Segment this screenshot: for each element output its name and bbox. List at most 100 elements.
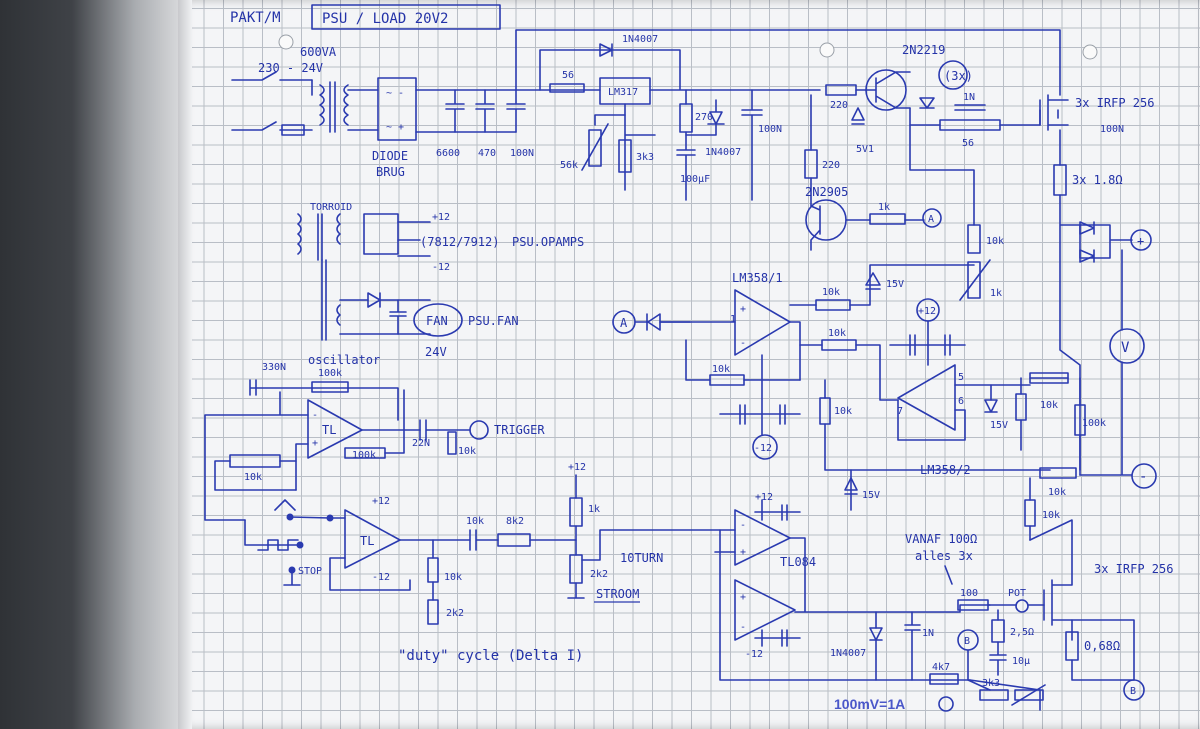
z15c-label: 15V (862, 490, 880, 501)
r100k-label: 100k (1082, 418, 1106, 429)
pot-1k (967, 261, 981, 299)
resistor-4k7 (929, 673, 959, 685)
pot10k-label: 10k (444, 572, 462, 583)
r270-label: 270 (695, 112, 713, 123)
opamp-tl-buffer (344, 509, 401, 569)
diode-top-label: 1N4007 (622, 34, 658, 45)
c330n-label: 330N (262, 362, 286, 373)
minus-terminal-label: - (1139, 469, 1147, 485)
stop-label: STOP (298, 566, 322, 577)
resistor-270 (679, 103, 693, 133)
resistor-10k-f (1015, 393, 1027, 421)
diode-bridge (377, 77, 417, 141)
z15b-label: 15V (990, 420, 1008, 431)
load-cap-1n (904, 611, 921, 681)
cap-470 (475, 89, 495, 133)
zener-15v-b (984, 399, 998, 413)
r10k-2-label: 10k (828, 328, 846, 339)
stroom-label: STROOM (596, 587, 639, 601)
c10u-label: 10µ (1012, 656, 1030, 667)
cap-1n (954, 104, 986, 111)
r220b-label: 220 (822, 160, 840, 171)
osc-r100k-label: 100k (318, 368, 342, 379)
load-plus12-label: +12 (755, 492, 773, 503)
pot-56k (588, 129, 602, 167)
resistor-10k-c (709, 374, 745, 386)
svg-text:-: - (740, 622, 746, 633)
osc-resistor-100k (311, 381, 349, 393)
mains-switch-2 (231, 121, 313, 131)
transformer-secondary (343, 84, 349, 126)
osc-r10k4-label: 10k (466, 516, 484, 527)
scanner-background (0, 0, 180, 729)
pot56k-label: 56k (560, 160, 578, 171)
diode-1n4007-top (599, 43, 613, 57)
c100n2-label: 100N (1100, 124, 1124, 135)
cap-100n-2 (741, 89, 763, 201)
load-diode (869, 627, 883, 641)
c1n-label: 1N (963, 92, 975, 103)
diode2-label: 1N4007 (705, 147, 741, 158)
resistor-220b (804, 149, 818, 179)
mode-switch[interactable] (244, 516, 331, 546)
waveform-symbols (257, 499, 299, 551)
pot-terminal (1015, 599, 1029, 613)
resistor-10k-b (821, 339, 857, 351)
toroid-label: TORROID (310, 202, 352, 213)
title-box (311, 4, 501, 30)
cap3-label: 100N (510, 148, 534, 159)
top-rail (415, 29, 1061, 96)
zener-5v1 (851, 107, 865, 125)
opamp-lm358-2 (897, 364, 956, 431)
trigger-terminal (469, 420, 489, 440)
r56-label: 56 (562, 70, 574, 81)
r10k-top-label: 10k (986, 236, 1004, 247)
node-b-right-label: B (1130, 686, 1136, 697)
tl-buffer-label: TL (360, 534, 374, 548)
node-b-right (1123, 679, 1145, 701)
diode-to-a (646, 313, 691, 331)
cap-22n (419, 419, 471, 441)
bridge-label-2: BRUG (376, 165, 405, 179)
resistor-3k3 (618, 139, 632, 173)
cap2-label: 470 (478, 148, 496, 159)
svg-text:~ -: ~ - (386, 88, 404, 99)
svg-text:10k: 10k (1042, 510, 1060, 521)
fan-diode (367, 292, 381, 308)
osc-plus12-label: +12 (372, 496, 390, 507)
resistor-2-5 (991, 619, 1005, 643)
ten-turn-label: 10TURN (620, 551, 663, 565)
pin1-label: 1 (730, 314, 736, 325)
resistor-10k-g (1039, 467, 1077, 479)
qcount-circle (938, 60, 968, 90)
pin6-label: 6 (958, 396, 964, 407)
load-diode-label: 1N4007 (830, 648, 866, 659)
osc-r2k2b-label: 2k2 (590, 569, 608, 580)
opamp-tl-osc (307, 399, 363, 459)
r2-5-label: 2,5Ω (1010, 627, 1034, 638)
r1k-label: 1k (878, 202, 890, 213)
pot-10k (427, 557, 439, 583)
svg-text:+: + (740, 304, 746, 315)
node-a-top (922, 208, 942, 228)
osc-resistor-2k2 (427, 599, 439, 625)
cap1-label: 6600 (436, 148, 460, 159)
pot1k-label: 1k (990, 288, 1002, 299)
load-cap-10u (989, 609, 1007, 676)
opamp-tl084-b (734, 579, 796, 641)
minus12-label: -12 (754, 443, 772, 454)
aux-minus12-label: -12 (432, 262, 450, 273)
aux-bridge (363, 213, 399, 255)
c100uf-label: 100µF (680, 174, 710, 185)
resistor-220 (825, 84, 857, 96)
rshunt-bottom-label: 0,68Ω (1084, 639, 1120, 653)
diode-1n4007-2 (685, 99, 725, 136)
plus-terminal (1130, 229, 1152, 251)
resistor-56b (939, 119, 1001, 131)
mains-switch-1 (231, 71, 313, 81)
r100-label: 100 (960, 588, 978, 599)
decoupling-caps (719, 404, 801, 425)
pot-10turn (569, 554, 583, 584)
opamp-tl084-a (734, 509, 791, 566)
